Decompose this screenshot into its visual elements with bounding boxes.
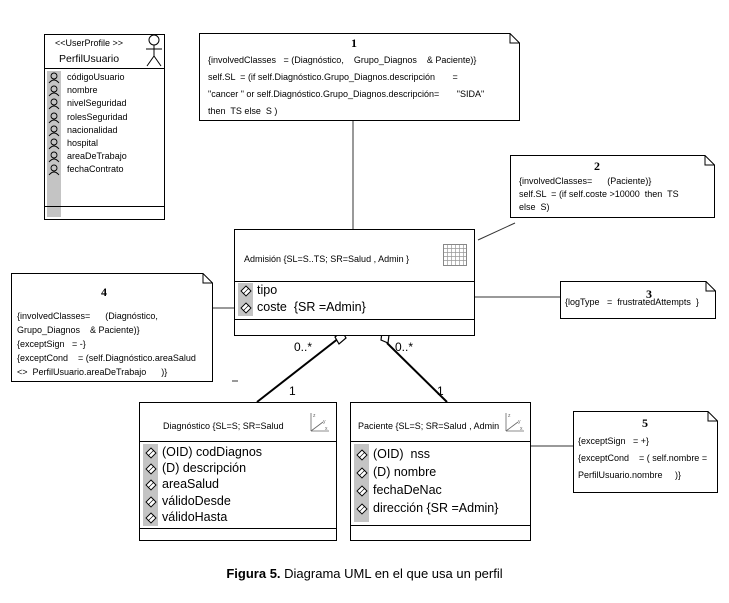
person-key-icon xyxy=(48,138,60,150)
profile-attribute: fechaContrato xyxy=(67,164,124,175)
assoc-admision-paciente xyxy=(386,342,448,403)
multiplicity-left-one: 1 xyxy=(289,384,296,398)
attribute-diamond-icon xyxy=(240,301,252,314)
note-line: {involvedClasses = (Diagnóstico, Grupo_D… xyxy=(208,55,477,65)
svg-text:z: z xyxy=(313,413,316,419)
diagnostico-attribute: válidoHasta xyxy=(162,509,228,524)
assoc-admision-diagnostico xyxy=(256,337,340,403)
profile-name: PerfilUsuario xyxy=(59,53,120,65)
person-key-icon xyxy=(48,151,60,163)
multiplicity-left-many: 0..* xyxy=(294,340,313,354)
actor-icon xyxy=(146,34,162,67)
note-2: 2 {involvedClasses= (Paciente)} self.SL = … xyxy=(510,155,715,218)
axes-icon: z y x xyxy=(505,413,524,432)
note-line: {exceptSign = -} xyxy=(17,339,86,349)
attribute-diamond-icon xyxy=(356,467,368,479)
note-line: "cancer " or self.Diagnóstico.Grupo_Diag… xyxy=(208,89,485,99)
class-paciente: Paciente {SL=S; SR=Salud , Admin z y x (… xyxy=(350,402,531,541)
person-key-icon xyxy=(48,72,60,84)
admision-attribute: coste {SR =Admin} xyxy=(257,299,366,314)
figure-caption: Figura 5. Diagrama UML en el que usa un … xyxy=(0,566,729,581)
note-frame xyxy=(510,155,715,218)
svg-text:z: z xyxy=(508,413,511,419)
attribute-diamond-icon xyxy=(145,479,157,492)
person-key-icon xyxy=(48,164,60,176)
note-line: {involvedClasses= (Paciente)} xyxy=(519,176,652,186)
attribute-diamond-icon xyxy=(356,449,368,461)
note-frame xyxy=(11,273,213,382)
paciente-attribute: (OID) nss xyxy=(373,447,430,461)
paciente-attribute: (D) nombre xyxy=(373,465,437,479)
note-frame xyxy=(560,281,716,319)
profile-attribute: nombre xyxy=(67,85,98,96)
diagnostico-attribute: válidoDesde xyxy=(162,493,231,508)
multiplicity-right-many: 0..* xyxy=(395,340,414,354)
caption-text: Diagrama UML en el que usa un perfil xyxy=(280,566,503,581)
attribute-diamond-icon xyxy=(145,463,157,475)
note-line: <> PerfilUsuario.areaDeTrabajo )} xyxy=(17,367,168,377)
class-diagnostico: Diagnóstico {SL=S; SR=Salud z y x (OID) … xyxy=(139,402,337,541)
note-4: 4 {involvedClasses= (Diagnóstico, Grupo_Di… xyxy=(11,273,213,382)
profile-stereotype: <<UserProfile >> xyxy=(55,38,124,48)
paciente-title: Paciente {SL=S; SR=Salud , Admin xyxy=(358,421,500,431)
note-line: self.SL = (if self.Diagnóstico.Grupo_Dia… xyxy=(208,72,458,82)
note-line: {exceptSign = +} xyxy=(578,436,650,446)
profile-attribute: códigoUsuario xyxy=(67,72,125,82)
caption-label: Figura 5. xyxy=(226,566,281,581)
attribute-diamond-icon xyxy=(145,447,157,459)
profile-attribute: nacionalidad xyxy=(67,124,118,135)
note2-anchor xyxy=(477,222,516,241)
attribute-diamond-icon xyxy=(356,503,368,515)
note-line: {exceptCond = ( self.nombre = xyxy=(578,453,708,463)
class-admision: Admisión {SL=S..TS; SR=Salud , Admin } t… xyxy=(234,229,475,336)
multiplicity-right-one: 1 xyxy=(437,384,444,398)
note-line: {logType = frustratedAttempts } xyxy=(565,297,699,307)
diagnostico-title: Diagnóstico {SL=S; SR=Salud xyxy=(163,421,284,431)
diagnostico-attribute: (OID) codDiagnos xyxy=(162,445,263,459)
table-grid-icon xyxy=(443,244,467,266)
attribute-diamond-icon xyxy=(240,285,252,297)
note-line: Grupo_Diagnos & Paciente)} xyxy=(17,325,140,335)
profile-attribute: hospital xyxy=(67,138,99,148)
person-key-icon xyxy=(48,112,60,123)
note-number: 3 xyxy=(646,287,652,301)
note-5: 5 {exceptSign = +} {exceptCond = ( self.no… xyxy=(573,411,718,493)
note-3: 3{logType = frustratedAttempts } xyxy=(560,281,716,319)
note-line: self.SL = (if self.coste >10000 then TS xyxy=(519,189,679,199)
paciente-attribute: dirección {SR =Admin} xyxy=(373,501,499,515)
diagnostico-attribute: areaSalud xyxy=(162,477,219,492)
svg-text:x: x xyxy=(520,426,523,432)
svg-text:y: y xyxy=(323,419,326,425)
svg-text:x: x xyxy=(325,426,328,432)
note-line: else S) xyxy=(519,202,550,212)
note-line: {involvedClasses= (Diagnóstico, xyxy=(17,311,158,321)
attribute-diamond-icon xyxy=(145,495,157,508)
note-frame xyxy=(573,411,718,493)
diagnostico-attribute: (D) descripción xyxy=(162,461,247,476)
attribute-diamond-icon xyxy=(356,485,368,497)
note-line: {exceptCond = (self.Diagnóstico.areaSalu… xyxy=(17,353,196,363)
attribute-diamond-icon xyxy=(145,512,157,524)
profile-attribute: areaDeTrabajo xyxy=(67,151,127,162)
note-line: PerfilUsuario.nombre )} xyxy=(578,470,682,480)
axes-icon: z y x xyxy=(310,413,329,432)
profile-class-box: <<UserProfile >> PerfilUsuario códigoUsu… xyxy=(44,34,165,220)
note-number: 4 xyxy=(101,285,107,299)
profile-attribute: rolesSeguridad xyxy=(67,111,128,122)
admision-title: Admisión {SL=S..TS; SR=Salud , Admin } xyxy=(244,254,410,264)
person-key-icon xyxy=(48,98,60,110)
note-frame xyxy=(199,33,520,121)
paciente-attribute: fechaDeNac xyxy=(373,483,442,497)
note-number: 5 xyxy=(642,416,648,430)
svg-text:y: y xyxy=(518,419,521,425)
note-1: 1 {involvedClasses = (Diagnóstico, Grupo_… xyxy=(199,33,520,121)
profile-attribute: nivelSeguridad xyxy=(67,98,127,109)
admision-attribute: tipo xyxy=(257,283,278,297)
person-key-icon xyxy=(48,85,60,97)
note-number: 2 xyxy=(594,159,600,173)
person-key-icon xyxy=(48,125,60,137)
note-number: 1 xyxy=(351,36,357,50)
note-line: then TS else S ) xyxy=(208,106,278,116)
